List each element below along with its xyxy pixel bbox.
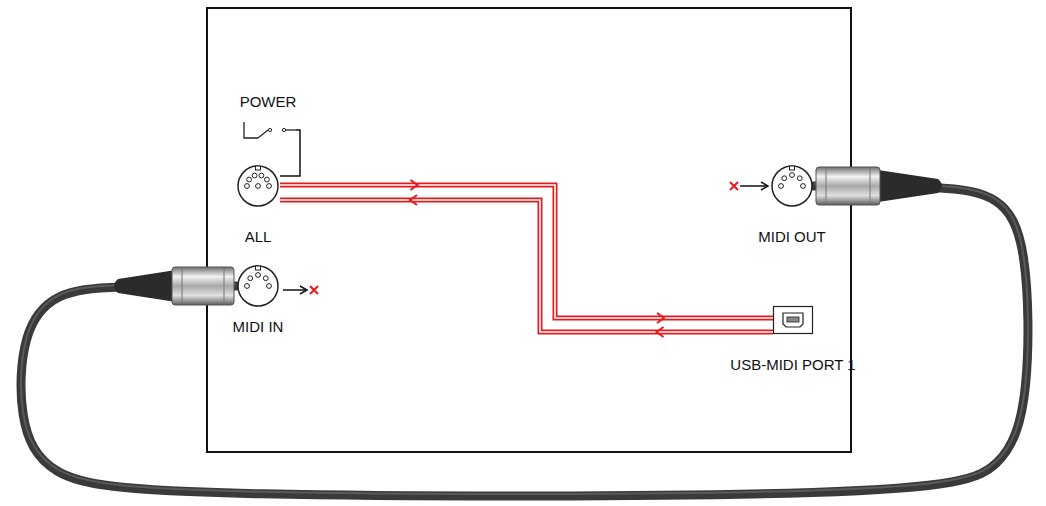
din-port-symbol (770, 164, 814, 208)
power-switch-symbol (240, 118, 296, 142)
midi-plug (816, 167, 942, 205)
device-enclosure (207, 8, 851, 452)
arrow-head (411, 180, 418, 190)
din-port-symbol (236, 264, 280, 308)
usb-port-symbol (773, 306, 813, 334)
power-switch: POWER (240, 118, 296, 142)
connector (280, 130, 300, 176)
connector (280, 195, 773, 337)
blocked-arrow (283, 286, 318, 294)
port-label: ALL (245, 228, 272, 245)
blocked-arrow (730, 182, 768, 190)
din-port: MIDI IN (236, 264, 280, 308)
port-label: MIDI IN (233, 318, 284, 335)
din-port: ALL (236, 164, 280, 208)
arrow-head (410, 195, 417, 205)
port-label: USB-MIDI PORT 1 (730, 356, 855, 373)
midi-plug (114, 267, 234, 305)
arrow-head (657, 313, 664, 323)
usb-port: USB-MIDI PORT 1 (773, 306, 813, 334)
connector (21, 184, 1028, 496)
port-label: POWER (240, 93, 297, 110)
din-port-symbol (236, 164, 280, 208)
din-port: MIDI OUT (770, 164, 814, 208)
port-label: MIDI OUT (758, 228, 826, 245)
arrow-head (657, 327, 664, 337)
